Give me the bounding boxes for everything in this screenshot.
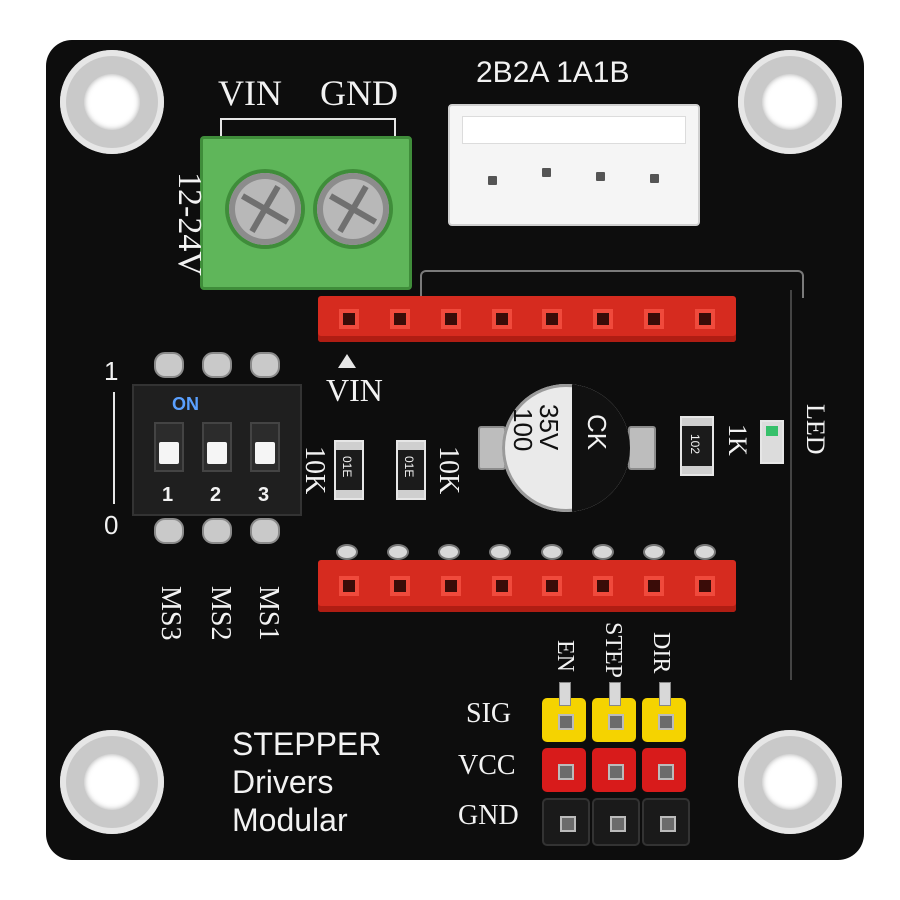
mounting-hole-top-left [60,50,164,154]
ms3-label: MS3 [155,586,186,641]
resistor-right-code: 102 [688,434,702,455]
capacitor-tab-left [478,426,506,470]
dip-lead [202,352,232,378]
header-pin [643,576,664,596]
dip-scale-line [113,392,115,504]
resistor-left-code: 01E [340,456,354,478]
header-pin [491,576,512,596]
header-pin [491,309,512,329]
mounting-hole-bottom-left [60,730,164,834]
dip-number-1: 1 [162,484,174,506]
led-label: LED [801,404,830,455]
header-pin [440,576,461,596]
mounting-hole-bottom-right [738,730,842,834]
dip-number-2: 2 [210,484,222,506]
capacitor-tab-right [628,426,656,470]
step-label: STEP [600,622,626,679]
status-led [760,420,784,464]
resistor-right-value: 1K [723,424,752,456]
header-pin [440,309,461,329]
ms1-label: MS1 [253,586,284,641]
dip-switch-1[interactable] [154,422,184,472]
pin-en-gnd[interactable] [542,798,590,846]
sig-label: SIG [466,698,512,729]
resistor-mid: 01E [396,440,426,500]
title-line-2: Drivers [232,764,334,800]
dip-switch-3[interactable] [250,422,280,472]
capacitor-value: 100 [508,408,538,452]
header-pin [339,309,360,329]
dip-lead [250,352,280,378]
mounting-hole-top-right [738,50,842,154]
header-pin [339,576,360,596]
vcc-label: VCC [458,750,516,781]
pin-step-gnd[interactable] [592,798,640,846]
motor-pin-1b [650,174,659,183]
dip-scale-high: 1 [104,356,119,386]
title-line-3: Modular [232,802,348,838]
pin-dir-sig[interactable] [642,682,686,742]
motor-connector-label: 2B2A 1A1B [476,56,630,89]
pin-en-sig[interactable] [542,682,586,742]
dip-lead [250,518,280,544]
dip-on-label: ON [172,394,199,414]
lower-female-header[interactable] [318,560,736,612]
header-pin [593,309,614,329]
header-pin [694,309,715,329]
motor-pin-2a [542,168,551,177]
gnd-label: GND [458,800,519,831]
resistor-right: 102 [680,416,714,476]
header-pin [390,576,411,596]
header-pin [390,309,411,329]
dip-lead [202,518,232,544]
header-pin [694,576,715,596]
dip-lead [154,518,184,544]
lower-header-pads [336,544,716,560]
resistor-left: 01E [334,440,364,500]
voltage-label: 12-24V [171,172,208,276]
header-pin [542,576,563,596]
screw-vin[interactable] [229,173,301,245]
pin-step-vcc[interactable] [592,748,636,792]
gnd-power-label: GND [320,73,398,113]
motor-connector[interactable] [448,104,700,226]
upper-female-header[interactable] [318,296,736,342]
resistor-mid-code: 01E [402,456,416,478]
trace-outline-right [790,290,792,680]
dip-switch[interactable]: ON 1 2 3 [132,384,302,516]
en-label: EN [552,640,578,672]
dip-scale-low: 0 [104,510,119,540]
dir-label: DIR [648,632,674,674]
header-pin [542,309,563,329]
dip-switch-2[interactable] [202,422,232,472]
pin-dir-gnd[interactable] [642,798,690,846]
resistor-mid-value: 10K [433,446,464,495]
vin-arrow [338,354,356,368]
upper-header-vin-label: VIN [326,372,383,408]
ms2-label: MS2 [205,586,236,641]
capacitor-brand: CK [582,414,612,451]
resistor-left-value: 10K [299,446,330,495]
pin-step-sig[interactable] [592,682,636,742]
pin-dir-vcc[interactable] [642,748,686,792]
header-pin [643,309,664,329]
terminal-outline [220,118,396,146]
motor-pin-2b [488,176,497,185]
vin-power-label: VIN [218,73,282,113]
header-pin [593,576,614,596]
dip-number-3: 3 [258,484,270,506]
trace-outline-upper [420,270,804,298]
dip-lead [154,352,184,378]
motor-pin-1a [596,172,605,181]
screw-gnd[interactable] [317,173,389,245]
electrolytic-capacitor: 35V 100 CK [502,384,630,512]
pin-en-vcc[interactable] [542,748,586,792]
screw-terminal-block[interactable] [200,136,412,290]
title-line-1: STEPPER [232,726,382,762]
